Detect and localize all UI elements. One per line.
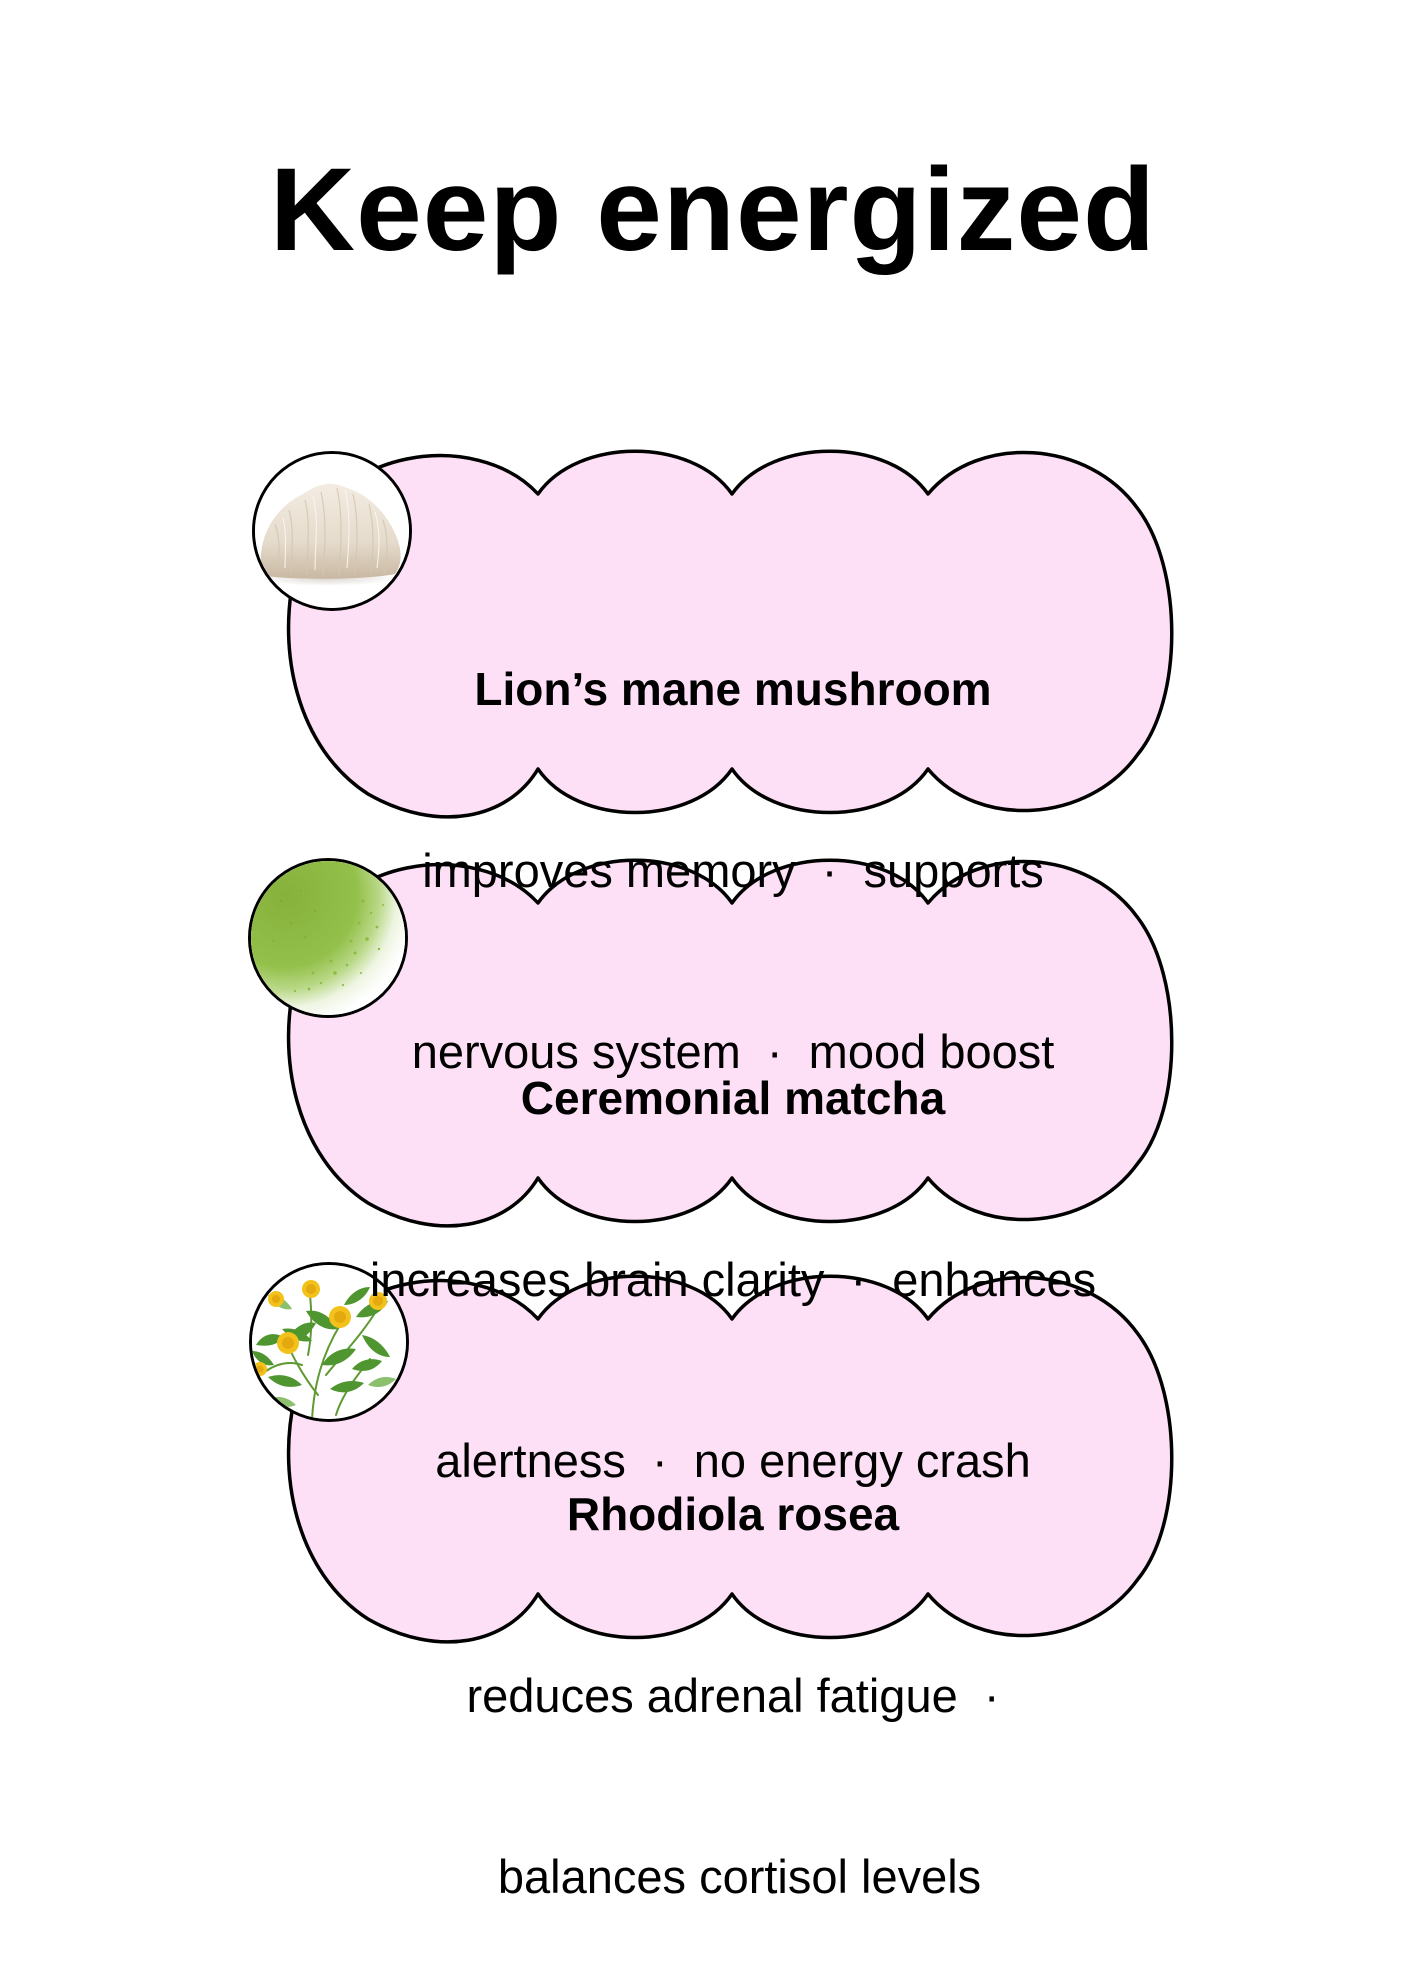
card-rhodiola <box>286 1274 1175 1644</box>
card-title: Rhodiola rosea <box>566 1488 900 1540</box>
matcha-powder-image <box>248 858 408 1018</box>
matcha-speckles <box>293 899 384 993</box>
cloud-outline <box>286 858 1174 1228</box>
card-title: Ceremonial matcha <box>520 1072 946 1124</box>
page-title: Keep energized <box>269 144 1157 276</box>
cloud-shape <box>286 449 1174 819</box>
card-lions-mane <box>286 449 1175 819</box>
card-text-rhodiola: Rhodiola rosea reduces adrenal fatigue ·… <box>288 1363 1178 1968</box>
card-matcha <box>286 858 1175 1228</box>
yellow-flowers <box>253 1280 387 1376</box>
card-title: Lion’s mane mushroom <box>474 663 992 715</box>
benefit-line: increases brain clarity · enhances <box>369 1252 1097 1306</box>
mushroom-icon <box>255 454 409 608</box>
plant-icon <box>252 1265 406 1419</box>
cloud-shape <box>286 1274 1174 1644</box>
card-text-lions-mane: Lion’s mane mushroom improves memory · s… <box>288 538 1178 1143</box>
card-text-matcha: Ceremonial matcha increases brain clarit… <box>288 947 1178 1552</box>
lions-mane-mushroom-image <box>252 451 412 611</box>
cloud-shape <box>286 858 1174 1228</box>
benefit-line: improves memory · supports <box>422 843 1044 897</box>
benefit-line: balances cortisol levels <box>484 1850 982 1903</box>
benefit-line: reduces adrenal fatigue · <box>466 1668 1000 1722</box>
matcha-icon <box>251 861 405 1015</box>
cloud-outline <box>286 1274 1174 1644</box>
benefit-line: nervous system · mood boost <box>411 1025 1055 1078</box>
rhodiola-plant-image <box>249 1262 409 1422</box>
benefit-line: alertness · no energy crash <box>435 1434 1031 1487</box>
cloud-outline <box>286 449 1174 819</box>
